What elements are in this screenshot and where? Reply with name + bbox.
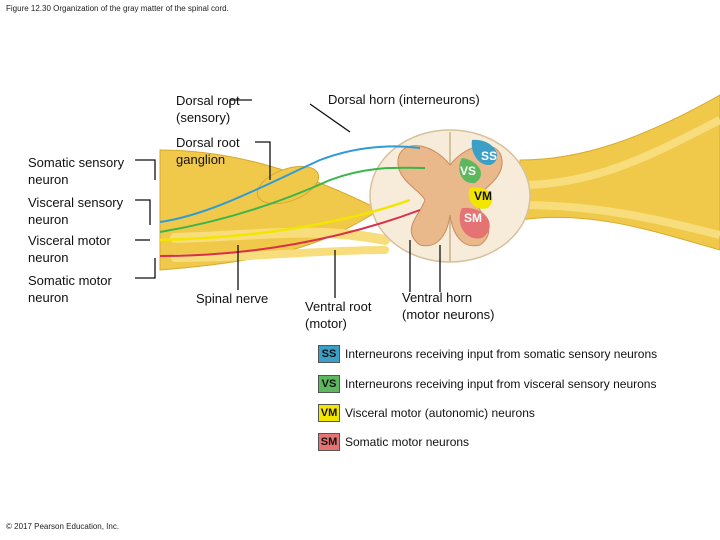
somatic-sensory-label-line1: Somatic sensory [28,155,125,170]
legend-text-vm: Visceral motor (autonomic) neurons [345,406,535,420]
vm-region: VM [468,187,493,209]
somatic-motor-label-line2: neuron [28,290,69,305]
legend-swatch-sm: SM [318,433,340,451]
legend-text-sm: Somatic motor neurons [345,435,470,449]
vm-region-label: VM [474,189,492,203]
sm-region-label: SM [464,211,482,225]
ganglion-label-line2: ganglion [176,152,226,167]
visceral-sensory-neuron-label: Visceral sensory neuron [28,194,123,228]
legend-swatch-vm: VM [318,404,340,422]
somatic-motor-neuron-label: Somatic motor neuron [28,272,112,306]
ventral-horn-label-line2: (motor neurons) [402,307,495,322]
right-spinal-nerve [519,94,720,251]
ventral-horn-label: Ventral horn (motor neurons) [402,289,494,323]
visceral-motor-pathway [159,198,411,242]
legend-text-vs: Interneurons receiving input from viscer… [345,377,657,391]
ss-region: SS [471,139,498,166]
visceral-sensory-pathway [159,166,426,233]
dorsal-root-label-line2: (sensory) [176,110,231,125]
spinal-cord-section [369,129,531,263]
somatic-sensory-pathway [159,145,421,223]
legend-item-vm: VM Visceral motor (autonomic) neurons [318,403,535,423]
legend-item-ss: SS Interneurons receiving input from som… [318,344,657,364]
dorsal-root-label-line1: Dorsal root [176,93,240,108]
visceral-sensory-label-line1: Visceral sensory [28,195,124,210]
ganglion-label-line1: Dorsal root [176,135,240,150]
figure-caption: Figure 12.30 Organization of the gray ma… [6,4,229,13]
visceral-motor-label-line2: neuron [28,250,69,265]
ss-region-label: SS [481,149,497,163]
visceral-motor-label-line1: Visceral motor [28,233,111,248]
ventral-horn-label-line1: Ventral horn [402,290,473,305]
somatic-sensory-label-line2: neuron [28,172,69,187]
legend-item-sm: SM Somatic motor neurons [318,432,469,452]
copyright-notice: © 2017 Pearson Education, Inc. [6,522,120,531]
legend-swatch-vs: VS [318,375,340,393]
somatic-sensory-neuron-label: Somatic sensory neuron [28,154,124,188]
somatic-motor-label-line1: Somatic motor [28,273,112,288]
legend-swatch-ss: SS [318,345,340,363]
somatic-motor-pathway [159,209,421,257]
visceral-sensory-label-line2: neuron [28,212,69,227]
vs-region: VS [459,158,481,184]
legend-item-vs: VS Interneurons receiving input from vis… [318,374,656,394]
ventral-root-label-line2: (motor) [305,316,347,331]
sm-region: SM [459,207,490,239]
visceral-motor-neuron-label: Visceral motor neuron [28,232,111,266]
dorsal-horn-label: Dorsal horn (interneurons) [328,92,480,107]
ventral-root-label-line1: Ventral root [305,299,372,314]
ventral-root-label: Ventral root (motor) [305,298,372,332]
legend-text-ss: Interneurons receiving input from somati… [345,347,658,361]
leader-lines [135,99,441,298]
dorsal-root-ganglion [256,165,320,205]
left-spinal-nerve [159,149,390,271]
vs-region-label: VS [460,164,476,178]
dorsal-root-label: Dorsal root (sensory) [176,92,240,126]
dorsal-root-ganglion-label: Dorsal root ganglion [176,134,240,168]
spinal-nerve-label: Spinal nerve [196,291,269,306]
